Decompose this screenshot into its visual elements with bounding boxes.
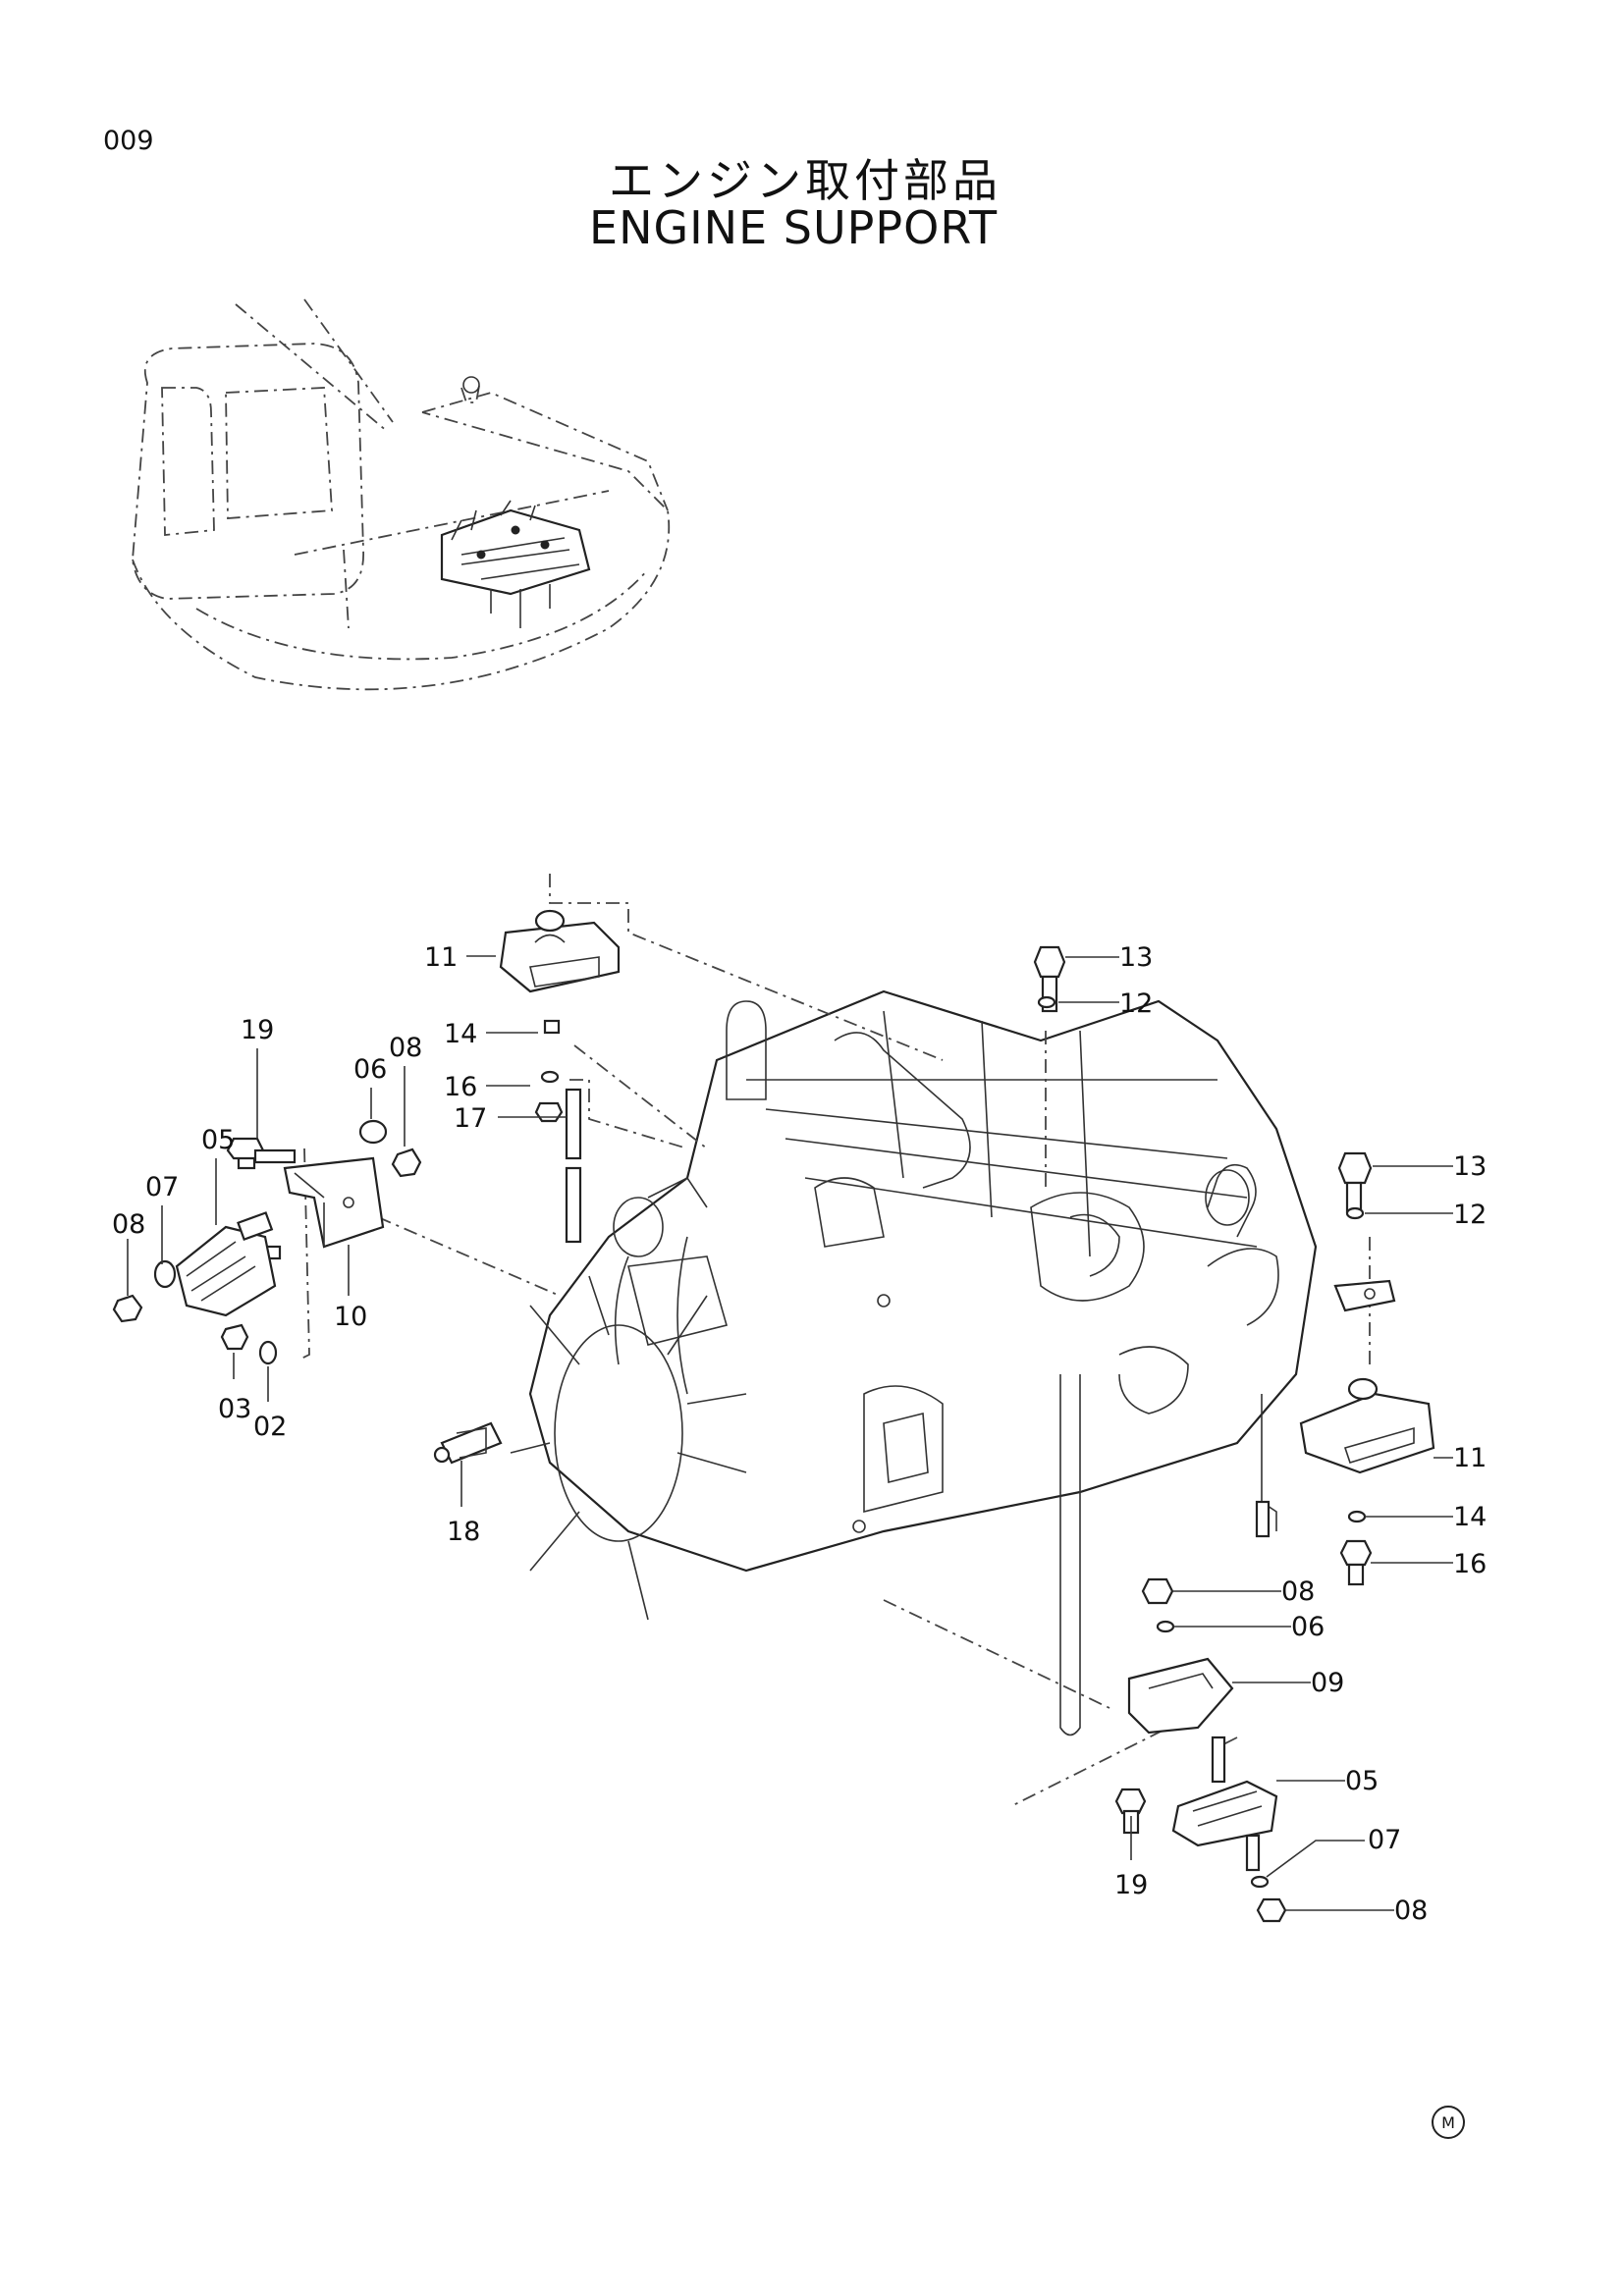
- callout-label: 08: [389, 1033, 422, 1063]
- callout-label: 13: [1119, 942, 1153, 973]
- callout-label: 19: [1114, 1870, 1148, 1900]
- excavator-overview: [132, 298, 671, 691]
- engine-location-highlight: [440, 500, 591, 628]
- callout-label: 16: [444, 1072, 477, 1102]
- title-english: ENGINE SUPPORT: [589, 201, 999, 254]
- callout-label: 12: [1453, 1200, 1487, 1230]
- callout-label: 13: [1453, 1151, 1487, 1182]
- callout-label: 17: [454, 1103, 487, 1134]
- callout-label: 08: [112, 1209, 145, 1240]
- callout-label: 19: [241, 1015, 274, 1045]
- callout-label: 14: [444, 1019, 477, 1049]
- manufacturer-mark: M: [1432, 2106, 1465, 2139]
- callout-label: 05: [1345, 1766, 1379, 1796]
- callout-label: 11: [424, 942, 458, 973]
- right-mount-group: [1033, 945, 1435, 1923]
- callout-label: 03: [218, 1394, 251, 1424]
- callout-label: 12: [1119, 988, 1153, 1019]
- callout-label: 06: [1291, 1612, 1325, 1642]
- callout-labels: 11 14 16 17 19 06 08 05 07 08 10 03 02 1…: [112, 942, 1487, 1926]
- callout-label: 07: [145, 1172, 179, 1202]
- callout-label: 14: [1453, 1502, 1487, 1532]
- left-mount-group: [112, 909, 621, 1465]
- engine-assembly: [510, 989, 1318, 1736]
- callout-label: 02: [253, 1412, 287, 1442]
- page-number: 009: [103, 126, 154, 156]
- callout-label: 05: [201, 1125, 235, 1155]
- title-japanese: エンジン取付部品: [609, 154, 1001, 207]
- callout-label: 07: [1368, 1825, 1401, 1855]
- callout-label: 09: [1311, 1668, 1344, 1698]
- callout-label: 10: [334, 1302, 367, 1332]
- callout-label: 18: [447, 1517, 480, 1547]
- callout-label: 11: [1453, 1443, 1487, 1473]
- callout-label: 08: [1394, 1896, 1428, 1926]
- callout-label: 16: [1453, 1549, 1487, 1579]
- callout-label: 08: [1281, 1576, 1315, 1607]
- callout-label: 06: [353, 1054, 387, 1085]
